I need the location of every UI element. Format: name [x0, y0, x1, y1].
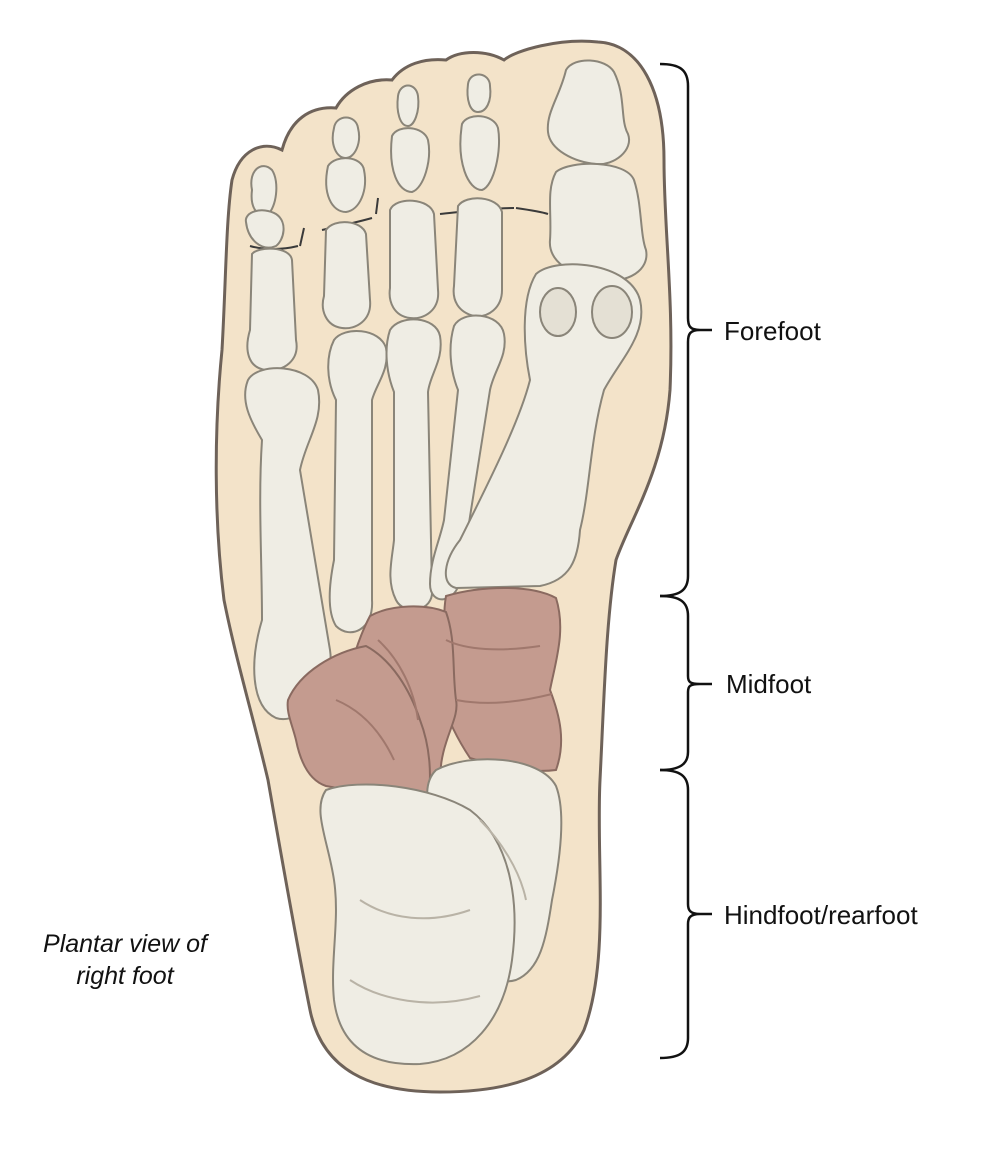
midfoot-shading: [335, 639, 553, 761]
great-toe-bones: [444, 59, 648, 590]
third-toe-bones: [385, 84, 442, 611]
forefoot-label: Forefoot: [724, 316, 821, 346]
midfoot-bones: [286, 587, 563, 800]
caption-line-2: right foot: [76, 962, 174, 990]
figure-caption: Plantar view of right foot: [20, 928, 230, 992]
fifth-toe-bones: [244, 165, 332, 721]
midfoot-bracket: [659, 594, 701, 772]
midfoot-label: Midfoot: [726, 669, 812, 699]
hindfoot-label: Hindfoot/rearfoot: [724, 900, 918, 930]
caption-line-1: Plantar view of: [43, 930, 207, 958]
hindfoot-shading: [349, 819, 527, 1004]
hindfoot-bracket: [659, 768, 701, 1060]
fourth-toe-bones: [321, 116, 388, 634]
hindfoot-bones: [319, 758, 563, 1066]
region-brackets: [659, 62, 712, 1060]
second-toe-bones: [428, 73, 506, 601]
